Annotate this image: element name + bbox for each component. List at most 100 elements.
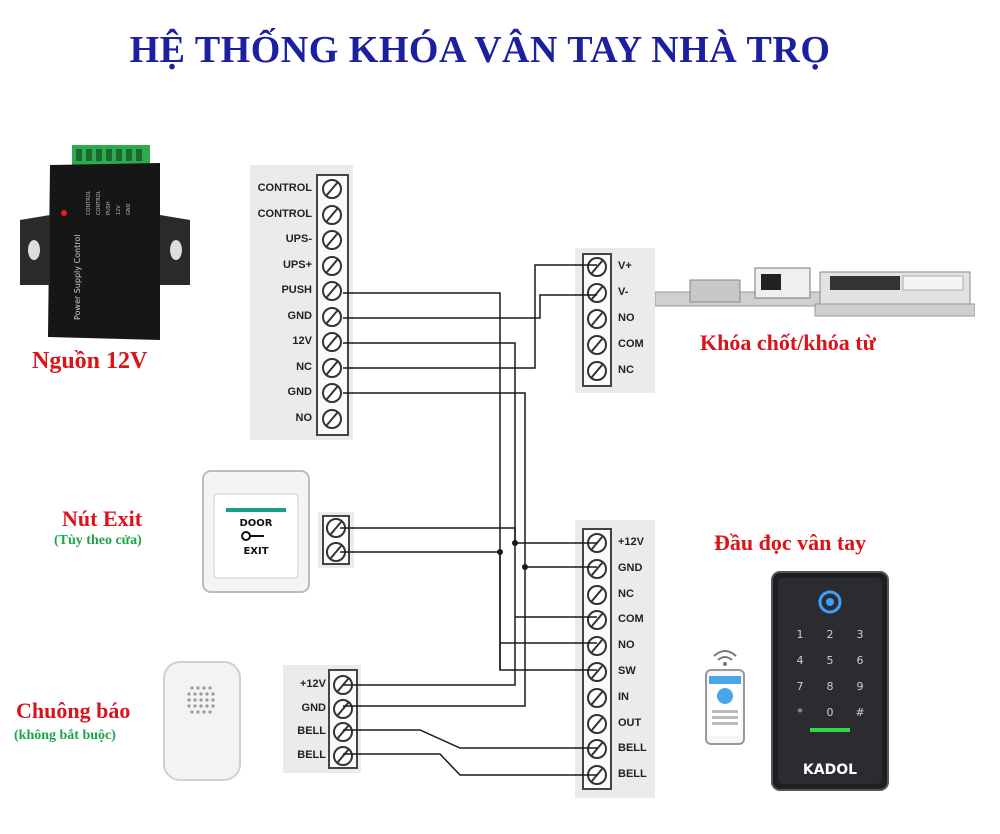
terminal-label: NO [618, 639, 635, 652]
terminal-screw [322, 383, 342, 403]
terminal-screw [322, 332, 342, 352]
terminal-screw [587, 739, 607, 760]
svg-text:CONTROL: CONTROL [96, 190, 102, 215]
svg-text:4: 4 [797, 654, 804, 667]
terminal-screw [587, 713, 607, 734]
terminal-screw [587, 361, 607, 381]
svg-text:0: 0 [827, 706, 834, 719]
wire-exit-1 [340, 527, 516, 543]
terminal-label: BELL [618, 768, 647, 781]
terminal-screw [587, 309, 607, 329]
wire-gnd-reader [343, 392, 597, 568]
terminal-label: BELL [618, 742, 647, 755]
terminal-screw [322, 306, 342, 327]
svg-text:9: 9 [857, 680, 864, 693]
terminal-screw [587, 335, 607, 355]
terminal-label: NC [296, 360, 312, 373]
wire-gnd-bell [343, 567, 526, 707]
terminal-screw [322, 255, 342, 276]
terminal-label: BELL [297, 725, 326, 737]
terminal-screw [322, 281, 342, 301]
terminal-label: UPS+ [282, 258, 312, 271]
terminal-screw [587, 610, 607, 631]
svg-text:8: 8 [827, 680, 834, 693]
terminal-screw [322, 179, 342, 199]
terminal-screw [587, 257, 607, 277]
svg-text:DOOR: DOOR [239, 518, 272, 529]
terminal-label: CONTROL [257, 182, 312, 194]
svg-text:#: # [855, 706, 864, 719]
terminal-label: NO [295, 411, 313, 424]
svg-text:EXIT: EXIT [243, 546, 268, 557]
wifi-icon [713, 650, 737, 661]
terminal-label: NC [618, 587, 634, 600]
svg-text:*: * [797, 706, 803, 719]
terminal-label: COM [618, 338, 644, 350]
terminal-label: +12V [300, 678, 326, 690]
terminal-label: GND [301, 701, 326, 714]
wire-exit-2 [340, 551, 501, 670]
smartphone-app-icon [700, 646, 750, 746]
lock-label: Khóa chốt/khóa từ [700, 330, 876, 355]
terminal-label: V- [618, 286, 629, 298]
svg-text:2: 2 [827, 628, 834, 641]
terminal-screw [322, 408, 342, 429]
terminal-screw [587, 687, 607, 708]
terminal-screw [322, 204, 342, 225]
power-supply-icon: Power Supply Control CONTROL CONTROL PUS… [20, 145, 192, 340]
exit-button-note: (Tùy theo cửa) [54, 533, 142, 548]
wire-nc-vplus [343, 264, 597, 369]
terminal-label: COM [618, 613, 644, 626]
wire-12v-reader [343, 342, 597, 544]
svg-text:1: 1 [797, 628, 804, 641]
terminal-screw [322, 357, 342, 378]
terminal-label: PUSH [281, 284, 312, 296]
terminal-screw [333, 722, 353, 742]
svg-text:GND: GND [126, 203, 132, 215]
terminal-label: GND [287, 386, 312, 398]
doorbell-icon [162, 660, 242, 782]
terminal-screw [587, 584, 607, 605]
terminal-screw [333, 745, 353, 766]
terminal-screw [587, 558, 607, 579]
terminal-label: UPS- [285, 233, 312, 245]
bell-note: (không bắt buộc) [14, 728, 116, 743]
terminal-label: NC [618, 364, 634, 376]
terminal-label: NO [618, 312, 635, 324]
svg-text:5: 5 [827, 654, 834, 667]
power-supply-label: Nguồn 12V [32, 348, 148, 374]
terminal-label: +12V [618, 536, 644, 548]
svg-text:12V: 12V [116, 205, 122, 215]
svg-text:6: 6 [857, 654, 864, 667]
terminal-screw [587, 636, 607, 657]
exit-button-label: Nút Exit [62, 506, 143, 531]
diagram-title: HỆ THỐNG KHÓA VÂN TAY NHÀ TRỌ [129, 29, 831, 71]
terminal-label: OUT [618, 716, 642, 729]
terminal-label: SW [618, 665, 636, 677]
wire-bell-1 [343, 729, 597, 749]
svg-text:Power Supply Control: Power Supply Control [73, 235, 82, 320]
terminal-label: BELL [297, 748, 326, 761]
svg-text:3: 3 [857, 628, 864, 641]
wire-gnd-vminus [343, 294, 597, 319]
terminal-screw [333, 698, 353, 719]
terminal-label: CONTROL [257, 207, 312, 220]
terminal-screw [322, 230, 342, 250]
magnetic-lock-icon [654, 258, 976, 328]
terminal-label: 12V [292, 335, 312, 347]
svg-text:PUSH: PUSH [106, 201, 112, 215]
reader-label: Đầu đọc vân tay [714, 530, 867, 555]
bell-label: Chuông báo [16, 698, 131, 723]
terminal-label: IN [618, 690, 629, 703]
svg-text:CONTROL: CONTROL [86, 190, 92, 215]
reader-brand: KADOL [803, 762, 857, 778]
terminal-label: GND [618, 561, 643, 574]
wire-12v-bell [343, 543, 516, 686]
terminal-label: GND [287, 309, 312, 322]
terminal-screw [587, 283, 607, 303]
door-exit-button-icon: DOOR EXIT [202, 470, 310, 593]
wire-bell-2 [343, 753, 597, 776]
terminal-label: V+ [618, 260, 632, 272]
